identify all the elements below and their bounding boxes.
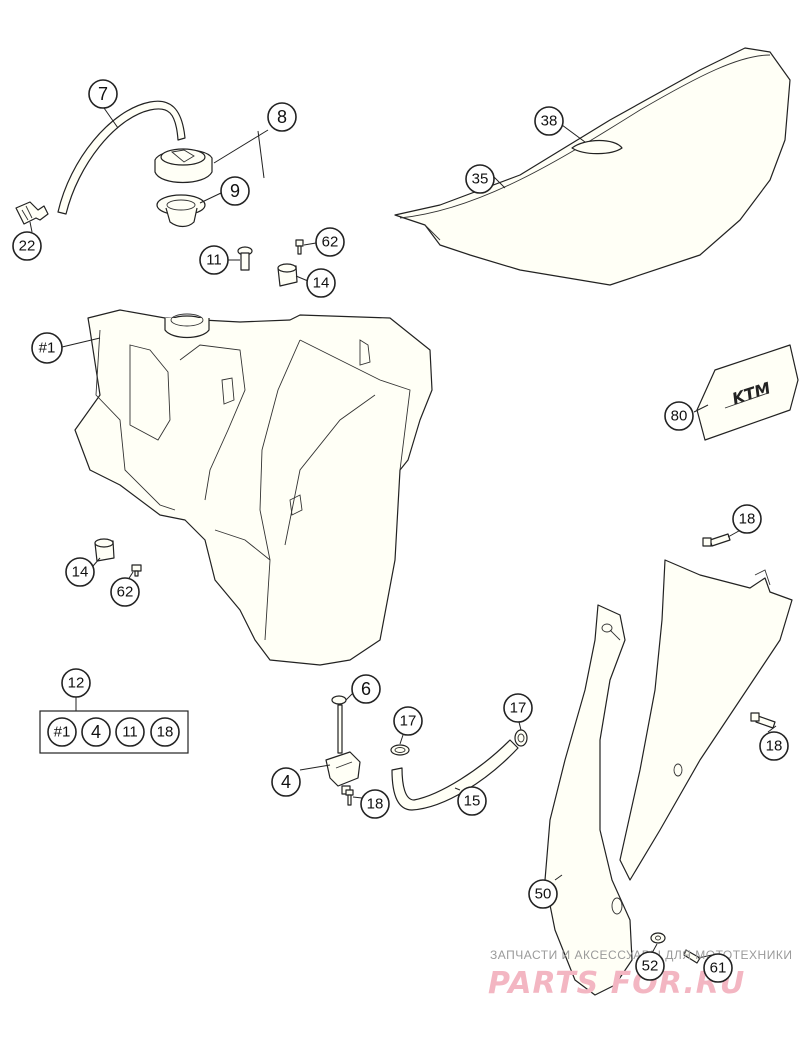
- callout-8: 8: [267, 102, 297, 132]
- callout-1-label: #1: [39, 340, 56, 357]
- callout-38-label: 38: [541, 113, 558, 130]
- callout-4: 4: [271, 767, 301, 797]
- callout-17-left: 17: [393, 706, 423, 736]
- watermark-logo: PARTS FOR.RU: [488, 966, 745, 1001]
- callout-9-label: 9: [230, 181, 240, 201]
- hose-clamp-right: [514, 729, 528, 747]
- callout-11-top: 11: [199, 245, 229, 275]
- callout-18-tap: 18: [360, 789, 390, 819]
- callout-11-label: 11: [206, 252, 222, 269]
- kit-item-1-label: #1: [54, 724, 71, 741]
- kit-item-11-label: 11: [122, 724, 138, 741]
- callout-14-top: 14: [306, 268, 336, 298]
- callout-35: 35: [465, 164, 495, 194]
- callout-17-left-label: 17: [400, 713, 417, 730]
- callout-18-panel-top-label: 18: [739, 511, 756, 528]
- kit-item-18-label: 18: [157, 724, 174, 741]
- callout-17-right: 17: [503, 693, 533, 723]
- callout-14-bottom: 14: [65, 557, 95, 587]
- cap-gasket: [156, 194, 206, 228]
- callout-18-panel-right-label: 18: [766, 738, 783, 755]
- leader-lines: [29, 107, 777, 959]
- kit-item-18: 18: [150, 717, 180, 747]
- callout-12-label: 12: [68, 675, 85, 692]
- small-screw-top: [295, 239, 304, 255]
- callout-62-bottom: 62: [110, 577, 140, 607]
- callout-14-bottom-label: 14: [72, 564, 89, 581]
- callout-18-panel-right: 18: [759, 731, 789, 761]
- seat: [394, 47, 791, 286]
- fuel-tank: [74, 309, 433, 666]
- callout-50-label: 50: [535, 886, 552, 903]
- washer: [650, 932, 666, 944]
- tap-screw: [345, 789, 354, 806]
- callout-38: 38: [534, 106, 564, 136]
- callout-22: 22: [12, 231, 42, 261]
- o-ring: [331, 695, 347, 705]
- callout-15: 15: [457, 786, 487, 816]
- callout-6-label: 6: [361, 679, 371, 699]
- callout-52: 52: [635, 951, 665, 981]
- callout-7-label: 7: [98, 84, 108, 104]
- kit-item-11: 11: [115, 717, 145, 747]
- bolt-panel-right: [750, 712, 776, 729]
- breather-valve: [15, 201, 49, 225]
- callout-12: 12: [61, 668, 91, 698]
- callout-35-label: 35: [472, 171, 489, 188]
- callout-7: 7: [88, 79, 118, 109]
- callout-62-top: 62: [315, 227, 345, 257]
- callout-80-label: 80: [671, 408, 688, 425]
- panel-screw: [683, 949, 701, 964]
- callout-14-top-label: 14: [313, 275, 330, 292]
- fuel-cap: [154, 148, 213, 183]
- callout-22-label: 22: [19, 238, 36, 255]
- callout-15-label: 15: [464, 793, 481, 810]
- callout-50: 50: [528, 879, 558, 909]
- spacer-bottom: [94, 538, 115, 562]
- bolt-panel-top: [702, 533, 731, 547]
- kit-item-4-label: 4: [91, 722, 101, 742]
- screw-top: [237, 246, 253, 271]
- callout-80: 80: [664, 401, 694, 431]
- callout-61-label: 61: [710, 960, 727, 977]
- ktm-decal: KTM: [696, 344, 799, 441]
- callout-1: #1: [31, 332, 63, 364]
- hose-clamp-left: [390, 744, 410, 756]
- callout-8-label: 8: [277, 107, 287, 127]
- callout-18-tap-label: 18: [367, 796, 384, 813]
- breather-hose: [57, 100, 186, 215]
- callout-62-top-label: 62: [322, 234, 339, 251]
- callout-18-panel-top: 18: [732, 504, 762, 534]
- callout-6: 6: [351, 674, 381, 704]
- fuel-hose: [391, 739, 519, 811]
- callout-17-right-label: 17: [510, 700, 527, 717]
- callout-61: 61: [703, 953, 733, 983]
- callout-9: 9: [220, 176, 250, 206]
- callout-4-label: 4: [281, 772, 291, 792]
- callout-62-bottom-label: 62: [117, 584, 134, 601]
- kit-item-1: #1: [47, 717, 77, 747]
- callout-52-label: 52: [642, 958, 659, 975]
- side-panel: [544, 559, 793, 996]
- spacer-top: [277, 263, 298, 287]
- kit-item-4: 4: [81, 717, 111, 747]
- small-screw-bottom: [131, 564, 142, 577]
- fuel-tap: [325, 704, 361, 795]
